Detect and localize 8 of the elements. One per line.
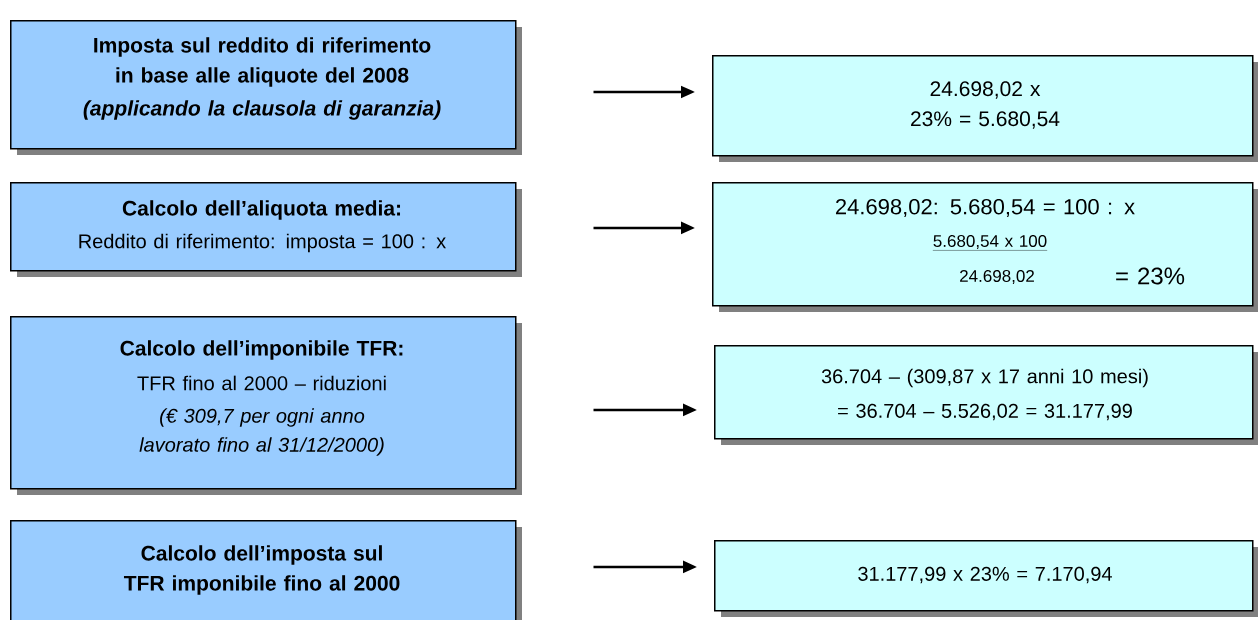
calculation-box: Imposta sul reddito di riferimento in base alle aliquote del 2008 (applicando la clausola di garanzia) xyxy=(10,20,522,155)
calculation-box: Calcolo dell’imposta sul TFR imponibile fino al 2000 xyxy=(10,520,522,620)
calculation-box: 24.698,02: 5.680,54 = 100 : x 5.680,54 x 100 24.698,02 = 23% xyxy=(712,182,1258,312)
calculation-box: 31.177,99 x 23% = 7.170,94 xyxy=(714,540,1258,617)
calculation-box: 36.704 – (309,87 x 17 anni 10 mesi) = 36.704 – 5.526,02 = 31.177,99 xyxy=(714,345,1258,445)
calculation-box: Calcolo dell’aliquota media: Reddito di riferimento: imposta = 100 : x xyxy=(10,182,522,277)
calculation-box: 24.698,02 x 23% = 5.680,54 xyxy=(712,55,1258,162)
calculation-box: Calcolo dell’imponibile TFR: TFR fino al 2000 – riduzioni (€ 309,7 per ogni anno lavorato fino al 31/12/2000) xyxy=(10,316,522,495)
